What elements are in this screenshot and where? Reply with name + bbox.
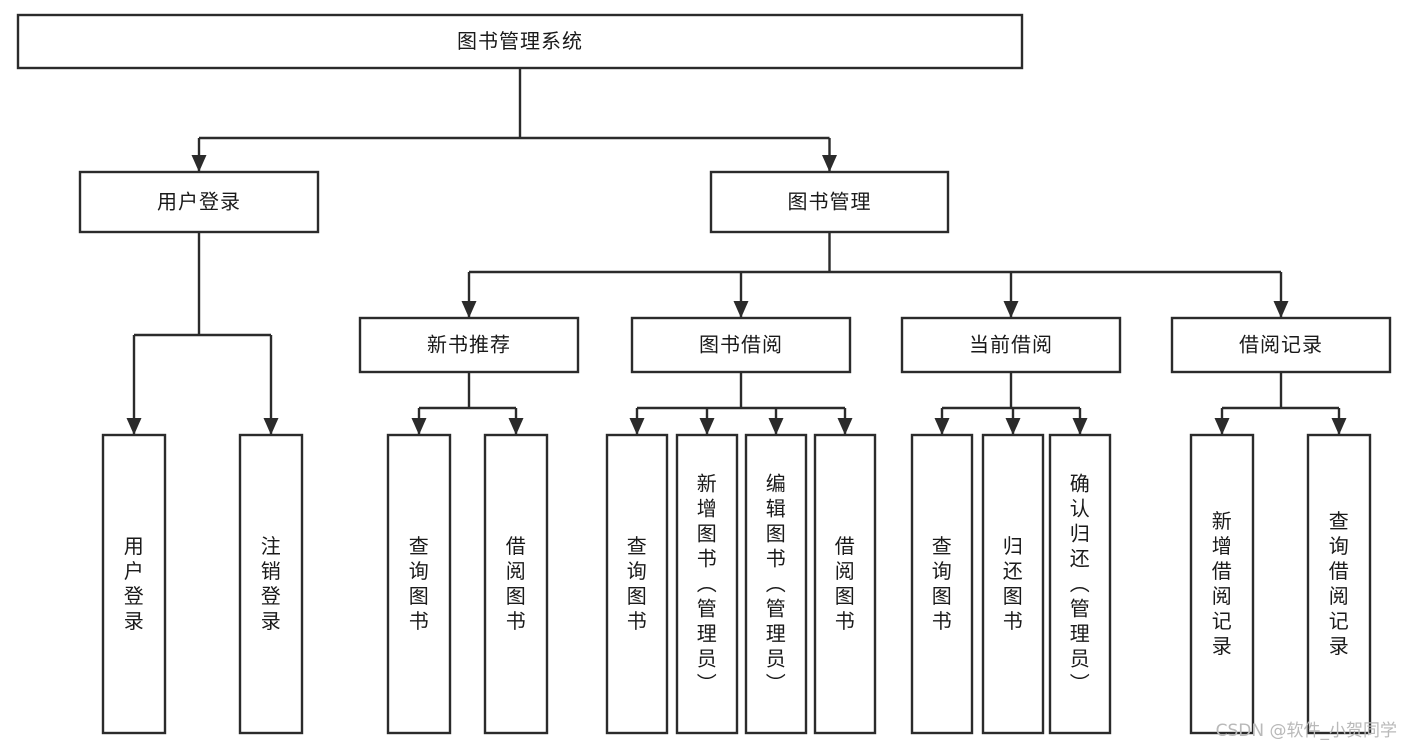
- node-leaf-user-logout[interactable]: 注销登录: [238, 433, 304, 735]
- node-user-login-label: 用户登录: [157, 190, 241, 214]
- node-user-login-box[interactable]: [78, 170, 320, 234]
- node-root-system[interactable]: 图书管理系统: [16, 13, 1024, 70]
- node-current-borrow-label: 当前借阅: [969, 333, 1053, 357]
- node-new-book-recommend-box[interactable]: [358, 316, 580, 374]
- node-leaf-query-book-1-box[interactable]: [386, 433, 452, 735]
- node-leaf-add-book-label: 新增图书︵管理员︶: [697, 472, 718, 696]
- arrow-head-icon: [768, 418, 784, 435]
- connector-group-new-book-recommend: [411, 372, 524, 435]
- node-book-manage-label: 图书管理: [788, 190, 872, 214]
- node-leaf-query-book-3-label: 查询图书: [932, 534, 953, 633]
- node-leaf-query-book-1-label: 查询图书: [409, 534, 430, 633]
- arrow-head-icon: [191, 155, 207, 172]
- node-leaf-add-record[interactable]: 新增借阅记录: [1189, 433, 1255, 735]
- arrow-head-icon: [1005, 418, 1021, 435]
- arrow-head-icon: [629, 418, 645, 435]
- arrow-head-icon: [263, 418, 279, 435]
- arrow-head-icon: [461, 301, 477, 318]
- node-leaf-borrow-book-2[interactable]: 借阅图书: [813, 433, 877, 735]
- node-current-borrow-box[interactable]: [900, 316, 1122, 374]
- csdn-watermark: CSDN @软件_小贺同学: [1215, 721, 1397, 741]
- node-borrow-record[interactable]: 借阅记录: [1170, 316, 1392, 374]
- node-borrow-record-label: 借阅记录: [1239, 333, 1323, 357]
- arrow-head-icon: [1003, 301, 1019, 318]
- node-leaf-confirm-return-label: 确认归还︵管理员︶: [1070, 472, 1091, 696]
- node-leaf-borrow-book-2-box[interactable]: [813, 433, 877, 735]
- node-borrow-record-box[interactable]: [1170, 316, 1392, 374]
- node-leaf-edit-book[interactable]: 编辑图书︵管理员︶: [744, 433, 808, 735]
- node-leaf-query-record-label: 查询借阅记录: [1329, 509, 1350, 658]
- arrow-head-icon: [411, 418, 427, 435]
- arrow-head-icon: [508, 418, 524, 435]
- connector-group-user-login: [126, 232, 279, 435]
- node-leaf-return-book[interactable]: 归还图书: [981, 433, 1045, 735]
- node-root-system-box[interactable]: [16, 13, 1024, 70]
- arrow-head-icon: [126, 418, 142, 435]
- node-new-book-recommend[interactable]: 新书推荐: [358, 316, 580, 374]
- node-leaf-query-book-3-box[interactable]: [910, 433, 974, 735]
- node-book-manage-box[interactable]: [709, 170, 950, 234]
- node-leaf-add-record-label: 新增借阅记录: [1212, 509, 1233, 658]
- node-leaf-query-book-1[interactable]: 查询图书: [386, 433, 452, 735]
- node-leaf-confirm-return-box[interactable]: [1048, 433, 1112, 735]
- node-leaf-return-book-box[interactable]: [981, 433, 1045, 735]
- node-leaf-user-login[interactable]: 用户登录: [101, 433, 167, 735]
- node-leaf-query-record[interactable]: 查询借阅记录: [1306, 433, 1372, 735]
- arrow-head-icon: [699, 418, 715, 435]
- node-root-system-label: 图书管理系统: [457, 29, 583, 53]
- node-leaf-return-book-label: 归还图书: [1003, 534, 1024, 633]
- node-leaf-confirm-return[interactable]: 确认归还︵管理员︶: [1048, 433, 1112, 735]
- node-leaf-edit-book-label: 编辑图书︵管理员︶: [766, 472, 787, 696]
- node-book-borrow-box[interactable]: [630, 316, 852, 374]
- arrow-head-icon: [934, 418, 950, 435]
- node-book-manage[interactable]: 图书管理: [709, 170, 950, 234]
- node-leaf-query-record-box[interactable]: [1306, 433, 1372, 735]
- node-book-borrow[interactable]: 图书借阅: [630, 316, 852, 374]
- node-leaf-query-book-3[interactable]: 查询图书: [910, 433, 974, 735]
- node-leaf-borrow-book-1[interactable]: 借阅图书: [483, 433, 549, 735]
- node-leaf-user-logout-box[interactable]: [238, 433, 304, 735]
- node-leaf-borrow-book-1-label: 借阅图书: [506, 534, 527, 633]
- connector-layer: [126, 68, 1347, 435]
- arrow-head-icon: [733, 301, 749, 318]
- connector-group-borrow-record: [1214, 372, 1347, 435]
- node-user-login[interactable]: 用户登录: [78, 170, 320, 234]
- arrow-head-icon: [1273, 301, 1289, 318]
- node-leaf-query-book-2-label: 查询图书: [627, 534, 648, 633]
- node-leaf-borrow-book-2-label: 借阅图书: [835, 534, 856, 633]
- arrow-head-icon: [837, 418, 853, 435]
- node-leaf-user-logout-label: 注销登录: [261, 534, 282, 633]
- arrow-head-icon: [1214, 418, 1230, 435]
- node-leaf-borrow-book-1-box[interactable]: [483, 433, 549, 735]
- connector-group-book-borrow: [629, 372, 853, 435]
- node-leaf-add-book[interactable]: 新增图书︵管理员︶: [675, 433, 739, 735]
- node-leaf-query-book-2-box[interactable]: [605, 433, 669, 735]
- node-leaf-query-book-2[interactable]: 查询图书: [605, 433, 669, 735]
- connector-group-root: [191, 68, 837, 172]
- node-leaf-add-record-box[interactable]: [1189, 433, 1255, 735]
- node-leaf-add-book-box[interactable]: [675, 433, 739, 735]
- arrow-head-icon: [1331, 418, 1347, 435]
- node-new-book-recommend-label: 新书推荐: [427, 333, 511, 357]
- arrow-head-icon: [1072, 418, 1088, 435]
- connector-group-current-borrow: [934, 372, 1088, 435]
- node-leaf-user-login-label: 用户登录: [124, 534, 145, 633]
- connector-group-book-manage: [461, 232, 1289, 318]
- node-leaf-user-login-box[interactable]: [101, 433, 167, 735]
- node-leaf-edit-book-box[interactable]: [744, 433, 808, 735]
- arrow-head-icon: [822, 155, 837, 172]
- node-layer: 图书管理系统用户登录图书管理新书推荐图书借阅当前借阅借阅记录用户登录注销登录查询…: [16, 13, 1392, 735]
- node-book-borrow-label: 图书借阅: [699, 333, 783, 357]
- node-current-borrow[interactable]: 当前借阅: [900, 316, 1122, 374]
